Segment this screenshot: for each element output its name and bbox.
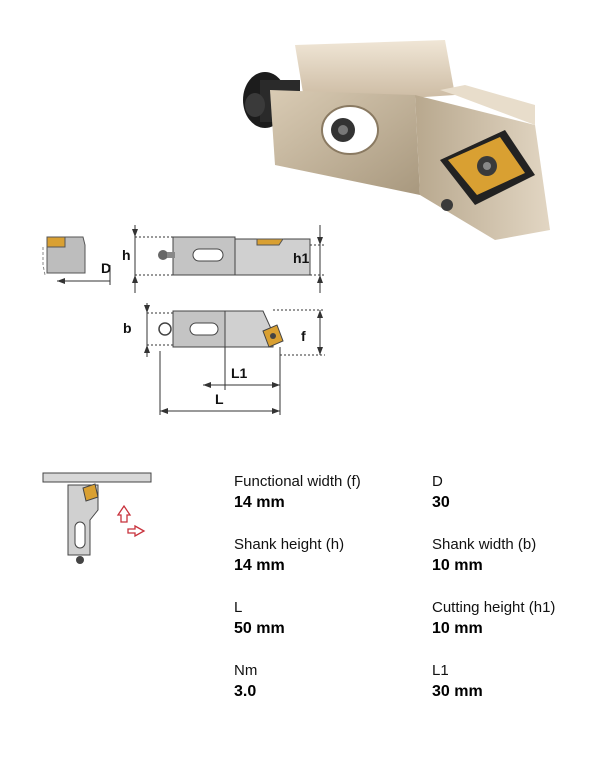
dim-label-h1: h1 bbox=[293, 250, 310, 266]
dim-label-f: f bbox=[301, 328, 306, 344]
spec-value: 50 mm bbox=[234, 620, 285, 637]
top-view bbox=[132, 225, 325, 293]
spec-value: 14 mm bbox=[234, 557, 285, 574]
spec-label: Functional width (f) bbox=[234, 473, 361, 490]
spec-label: Cutting height (h1) bbox=[432, 599, 556, 616]
dim-label-b: b bbox=[123, 320, 132, 336]
front-view bbox=[144, 303, 325, 415]
spec-label: Shank height (h) bbox=[234, 536, 345, 553]
side-view bbox=[42, 236, 111, 285]
dim-label-L: L bbox=[215, 391, 224, 407]
spec-label: Shank width (b) bbox=[432, 536, 537, 553]
spec-value: 10 mm bbox=[432, 557, 483, 574]
application-icon bbox=[42, 472, 152, 564]
spec-label: D bbox=[432, 473, 443, 490]
dim-label-D: D bbox=[101, 260, 111, 276]
spec-label: Nm bbox=[234, 662, 258, 679]
product-photo bbox=[243, 40, 550, 240]
spec-label: L bbox=[234, 599, 243, 616]
dimension-drawing: D h h1 bbox=[42, 225, 325, 415]
spec-value: 3.0 bbox=[234, 683, 257, 700]
spec-value: 10 mm bbox=[432, 620, 483, 637]
spec-label: L1 bbox=[432, 662, 449, 679]
spec-value: 30 bbox=[432, 494, 450, 511]
dim-label-L1: L1 bbox=[231, 365, 248, 381]
dim-label-h: h bbox=[122, 247, 131, 263]
spec-value: 14 mm bbox=[234, 494, 285, 511]
spec-value: 30 mm bbox=[432, 683, 483, 700]
